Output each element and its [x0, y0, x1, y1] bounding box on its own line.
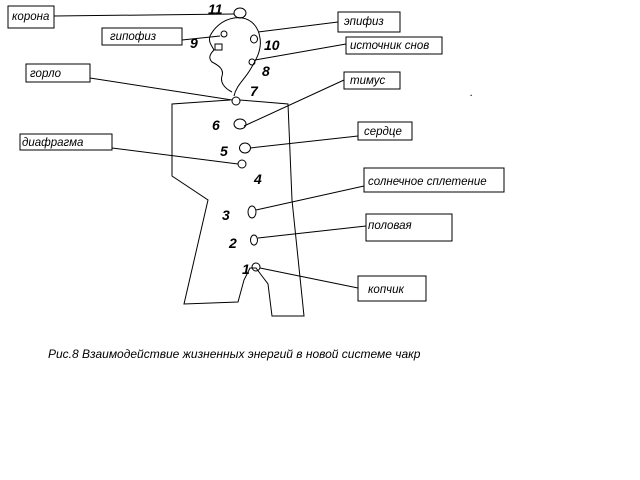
number-6: 6	[212, 117, 220, 133]
chakra-9b	[214, 43, 223, 51]
label-diaphragm-text: диафрагма	[22, 137, 83, 149]
label-throat-text: горло	[30, 68, 62, 80]
label-heart: сердце	[357, 121, 413, 141]
chakra-9a	[220, 30, 228, 38]
label-pineal: эпифиз	[337, 11, 401, 33]
label-pituitary-text: гипофиз	[110, 31, 157, 43]
chakra-5	[239, 142, 251, 154]
chakra-11	[233, 7, 247, 19]
label-pituitary: гипофиз	[101, 27, 183, 46]
chakra-points	[214, 7, 261, 272]
label-crown-text: корона	[12, 11, 49, 23]
label-sacral: половая	[365, 213, 453, 242]
number-4: 4	[253, 171, 262, 187]
label-coccyx: копчик	[357, 275, 427, 302]
chakra-numbers: 11 9 10 8 7 6 5 4 3 2 1	[190, 1, 280, 277]
number-8: 8	[262, 63, 270, 79]
label-coccyx-text: копчик	[368, 284, 405, 296]
number-3: 3	[222, 207, 230, 223]
number-10: 10	[264, 37, 280, 53]
number-9: 9	[190, 35, 198, 51]
label-boxes: корона гипофиз горло диафрагма эпифиз ис…	[7, 5, 505, 302]
chakra-diaphragm	[237, 159, 247, 169]
label-crown: корона	[7, 5, 55, 29]
number-2: 2	[228, 235, 237, 251]
chakra-7	[231, 96, 241, 106]
label-heart-text: сердце	[364, 126, 402, 138]
chakra-10	[250, 34, 258, 44]
chakra-3	[247, 205, 257, 219]
label-dream-source-text: источник снов	[350, 40, 429, 52]
number-7: 7	[250, 83, 259, 99]
label-sacral-text: половая	[368, 220, 412, 232]
leader-lines	[53, 13, 367, 289]
label-pineal-text: эпифиз	[344, 16, 384, 28]
label-solar-plexus-text: солнечное сплетение	[368, 176, 487, 188]
label-thymus-text: тимус	[350, 75, 385, 87]
label-solar-plexus: солнечное сплетение	[363, 167, 505, 193]
number-5: 5	[220, 143, 228, 159]
label-thymus: тимус	[343, 71, 401, 90]
number-1: 1	[242, 261, 250, 277]
label-diaphragm: диафрагма	[19, 133, 113, 151]
body-outline	[171, 17, 305, 317]
label-dream-source: источник снов	[345, 36, 443, 55]
chakra-6	[233, 118, 247, 130]
chakra-2	[250, 234, 258, 246]
figure-caption: Рис.8 Взаимодействие жизненных энергий в…	[48, 347, 421, 361]
stray-dot: .	[470, 87, 473, 99]
chakra-8	[248, 58, 256, 66]
label-throat: горло	[25, 63, 91, 83]
number-11: 11	[208, 1, 223, 17]
chakra-1	[251, 262, 261, 272]
